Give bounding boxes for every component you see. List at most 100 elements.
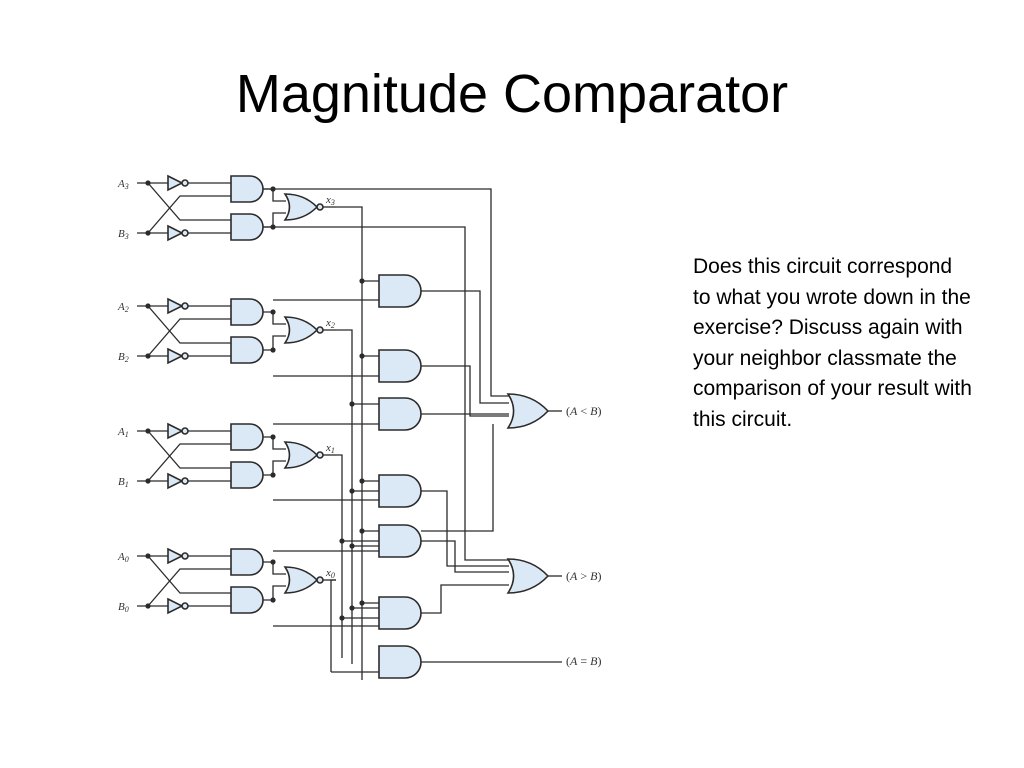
- inverter-bubble: [316, 451, 324, 459]
- slide-title: Magnitude Comparator: [235, 64, 789, 124]
- wire: [421, 540, 509, 573]
- junction-dot: [145, 428, 151, 434]
- xnor-gate: [283, 566, 319, 594]
- and-gate: [230, 586, 264, 614]
- junction-dot: [270, 347, 276, 353]
- junction-dot: [349, 543, 355, 549]
- and-gate: [378, 596, 422, 630]
- wire: [263, 226, 509, 561]
- output-label-a-equals-b: (A = B): [566, 654, 601, 668]
- not-gate: [167, 472, 184, 490]
- circuit-junctions: [145, 180, 365, 621]
- not-gate: [167, 597, 184, 615]
- junction-dot: [359, 278, 365, 284]
- not-gate: [167, 547, 184, 565]
- wire: [147, 430, 231, 469]
- not-gate: [167, 297, 184, 315]
- and-gate: [378, 524, 422, 558]
- wire: [147, 305, 231, 344]
- xnor-gate: [283, 441, 319, 469]
- input-label-b1: B1: [118, 476, 129, 489]
- wire: [147, 195, 231, 234]
- inverter-bubble: [181, 602, 189, 610]
- wire: [330, 579, 336, 672]
- output-label-a-less-b: (A < B): [566, 404, 601, 418]
- input-label-a2: A2: [117, 301, 129, 314]
- wire: [336, 454, 343, 658]
- signal-label-x1: x1: [325, 442, 335, 455]
- inverter-bubble: [181, 427, 189, 435]
- wire: [147, 443, 231, 482]
- junction-dot: [145, 230, 151, 236]
- inverter-bubble: [181, 302, 189, 310]
- not-gate: [167, 224, 184, 242]
- wire: [263, 585, 286, 601]
- junction-dot: [349, 401, 355, 407]
- junction-dot: [270, 224, 276, 230]
- or-gate: [506, 393, 550, 429]
- junction-dot: [145, 553, 151, 559]
- wire: [263, 188, 509, 397]
- inverter-bubble: [316, 576, 324, 584]
- input-label-a1: A1: [117, 426, 129, 439]
- wire: [421, 490, 509, 567]
- junction-dot: [349, 488, 355, 494]
- junction-dot: [270, 597, 276, 603]
- inverter-bubble: [181, 477, 189, 485]
- input-label-a0: A0: [117, 551, 129, 564]
- wire: [263, 311, 286, 325]
- junction-dot: [359, 478, 365, 484]
- inverter-bubble: [316, 203, 324, 211]
- inverter-bubble: [181, 179, 189, 187]
- junction-dot: [349, 605, 355, 611]
- inverter-bubble: [181, 352, 189, 360]
- or-gate: [506, 558, 550, 594]
- junction-dot: [270, 434, 276, 440]
- junction-dot: [270, 472, 276, 478]
- slide-body-text: Does this circuit correspond to what you…: [693, 255, 972, 431]
- wire: [421, 424, 494, 532]
- not-gate: [167, 422, 184, 440]
- input-label-b3: B3: [118, 228, 129, 241]
- junction-dot: [339, 615, 345, 621]
- wire: [147, 555, 231, 594]
- junction-dot: [359, 600, 365, 606]
- junction-dot: [145, 353, 151, 359]
- junction-dot: [270, 559, 276, 565]
- and-gate: [230, 548, 264, 576]
- wire: [336, 206, 363, 680]
- circuit-wires: [137, 182, 562, 680]
- junction-dot: [145, 180, 151, 186]
- wire: [421, 290, 509, 404]
- not-gate: [167, 174, 184, 192]
- and-gate: [378, 645, 422, 679]
- xnor-gate: [283, 316, 319, 344]
- xnor-gate: [283, 193, 319, 221]
- wire: [421, 365, 509, 417]
- inverter-bubble: [181, 552, 189, 560]
- wire: [147, 318, 231, 357]
- wire: [263, 460, 286, 476]
- circuit-gates: [167, 174, 550, 679]
- inverter-bubble: [181, 229, 189, 237]
- wire: [336, 329, 353, 664]
- wire: [147, 182, 231, 221]
- signal-label-x0: x0: [325, 567, 335, 580]
- junction-dot: [145, 603, 151, 609]
- and-gate: [378, 397, 422, 431]
- input-label-a3: A3: [117, 178, 129, 191]
- wire: [263, 335, 286, 351]
- and-gate: [230, 336, 264, 364]
- input-label-b0: B0: [118, 601, 129, 614]
- wire: [147, 568, 231, 607]
- junction-dot: [359, 353, 365, 359]
- wire: [263, 436, 286, 450]
- and-gate: [230, 175, 264, 203]
- not-gate: [167, 347, 184, 365]
- junction-dot: [270, 309, 276, 315]
- inverter-bubble: [316, 326, 324, 334]
- and-gate: [230, 298, 264, 326]
- and-gate: [230, 423, 264, 451]
- and-gate: [378, 349, 422, 383]
